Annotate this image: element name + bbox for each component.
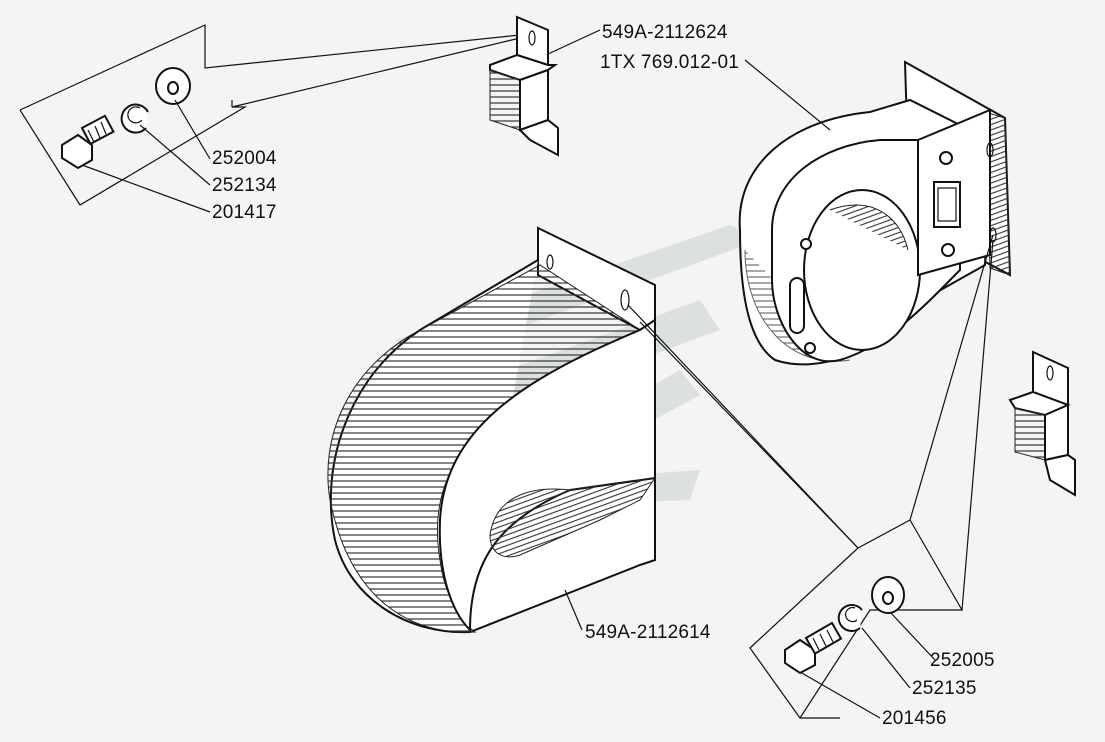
housing xyxy=(738,59,1012,366)
bracket-top xyxy=(489,15,601,157)
label-washer-right: 252005 xyxy=(930,650,995,671)
label-lockwasher-right: 252135 xyxy=(912,678,977,699)
washer-252004-icon xyxy=(155,67,191,105)
label-shroud: 549A-2112614 xyxy=(585,622,711,643)
label-housing: 1TX 769.012-01 xyxy=(600,52,740,73)
bolt-201456-icon xyxy=(784,621,843,675)
bracket-right xyxy=(1008,350,1076,497)
fastener-group-left xyxy=(19,24,521,213)
shroud xyxy=(327,226,657,634)
label-lockwasher-left: 252134 xyxy=(212,175,277,196)
label-bolt-right: 201456 xyxy=(882,708,947,729)
label-washer-left: 252004 xyxy=(212,148,277,169)
lockwasher-252135-icon xyxy=(837,603,863,632)
washer-252005-icon xyxy=(871,576,905,614)
leader-lines xyxy=(627,234,994,611)
label-bolt-left: 201417 xyxy=(212,202,277,223)
label-bracket-top: 549A-2112624 xyxy=(602,22,728,43)
bolt-201417-icon xyxy=(61,114,115,170)
fastener-group-right xyxy=(749,519,964,719)
